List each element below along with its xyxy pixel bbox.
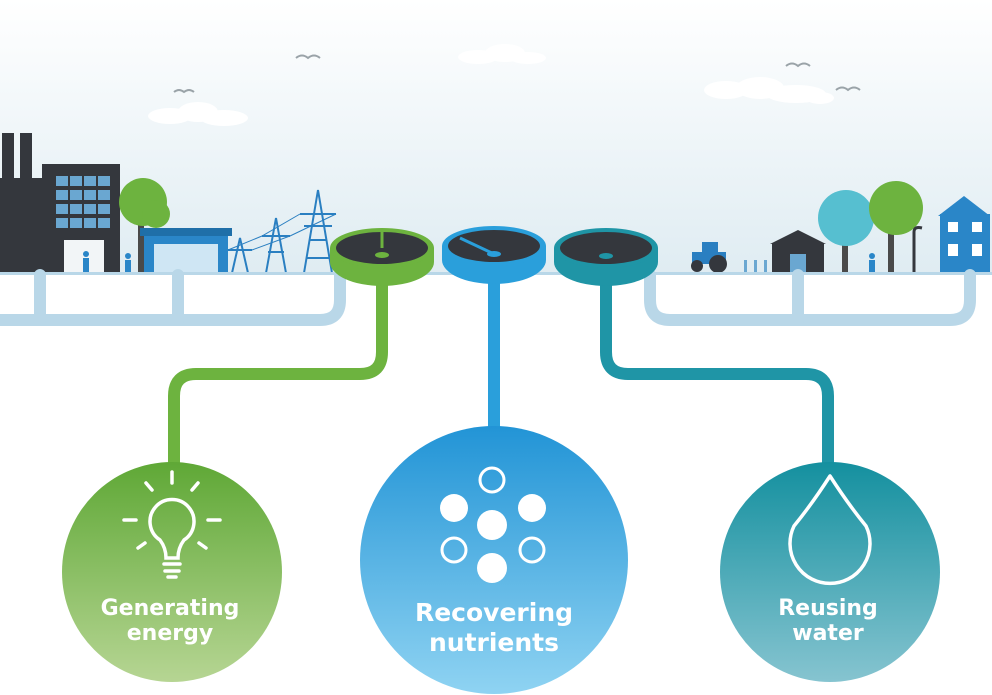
- energy-pipe: [168, 278, 388, 470]
- treatment-tank-nutrients: [442, 226, 546, 284]
- nutrient-dots-icon: [440, 466, 546, 583]
- street-lamp-icon: [912, 226, 923, 273]
- water-label-line2: water: [792, 621, 864, 646]
- tree-icon: [119, 178, 170, 273]
- water-label: Reusing water: [718, 596, 938, 646]
- birds-icon: [173, 54, 861, 94]
- water-circle: [720, 462, 940, 682]
- treatment-tank-energy: [330, 228, 434, 286]
- water-label-line1: Reusing: [778, 596, 878, 621]
- water-drop-icon: [788, 474, 872, 586]
- energy-label: Generating energy: [60, 596, 280, 646]
- shop-icon: [140, 228, 232, 273]
- nutrients-label-line2: nutrients: [428, 628, 560, 657]
- sewer-pipe-network: [0, 269, 976, 326]
- treatment-tank-water: [554, 228, 658, 286]
- office-building-icon: [42, 164, 120, 273]
- factory-icon: [0, 133, 48, 273]
- lightbulb-icon: [122, 470, 222, 579]
- energy-label-line2: energy: [126, 621, 214, 646]
- people-icon: [83, 251, 875, 273]
- water-pipe: [600, 278, 834, 470]
- nutrients-label: Recovering nutrients: [360, 598, 628, 658]
- barn-icon: [770, 230, 826, 273]
- nutrients-label-line1: Recovering: [414, 598, 574, 627]
- clouds: [148, 44, 834, 126]
- tractor-icon: [691, 242, 727, 273]
- house-icon: [938, 196, 990, 273]
- tree-icon: [818, 181, 923, 273]
- power-pylons-icon: [227, 189, 337, 274]
- energy-label-line1: Generating: [100, 596, 240, 621]
